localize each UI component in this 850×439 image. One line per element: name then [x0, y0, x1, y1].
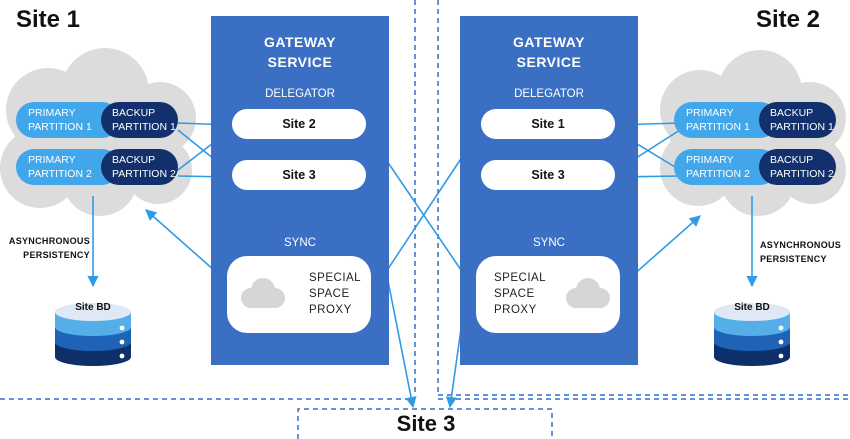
delegator-label: DELEGATOR: [265, 88, 335, 100]
flow-arrows: [87, 119, 758, 409]
gateway-service-site1: GATEWAY SERVICE DELEGATOR Site 2 Site 3 …: [211, 16, 389, 365]
sync-label: SYNC: [533, 237, 565, 249]
database-icon-site2: [714, 303, 790, 366]
cloud-icon: [566, 278, 610, 308]
gateway-title: GATEWAY SERVICE: [264, 34, 336, 70]
gateway-title: GATEWAY SERVICE: [513, 34, 585, 70]
database-label-site2: Site BD: [734, 302, 770, 313]
database-label-site1: Site BD: [75, 302, 111, 313]
proxy-label: SPECIAL SPACE PROXY: [309, 272, 362, 316]
gateway-service-site2: GATEWAY SERVICE DELEGATOR Site 1 Site 3 …: [460, 16, 638, 365]
cloud-icon: [241, 278, 285, 308]
site2-title: Site 2: [756, 6, 821, 33]
proxy-label: SPECIAL SPACE PROXY: [494, 272, 547, 316]
database-icon-site1: [55, 303, 131, 366]
site1-title: Site 1: [16, 6, 81, 33]
site3-title: Site 3: [396, 411, 456, 436]
special-space-proxy: SPECIAL SPACE PROXY: [227, 256, 371, 333]
delegate-site3: Site 3: [232, 160, 366, 190]
delegator-label: DELEGATOR: [514, 88, 584, 100]
delegate-site2: Site 2: [232, 109, 366, 139]
sync-label: SYNC: [284, 237, 316, 249]
delegate-site1: Site 1: [481, 109, 615, 139]
special-space-proxy: SPECIAL SPACE PROXY: [476, 256, 620, 333]
delegate-site3: Site 3: [481, 160, 615, 190]
